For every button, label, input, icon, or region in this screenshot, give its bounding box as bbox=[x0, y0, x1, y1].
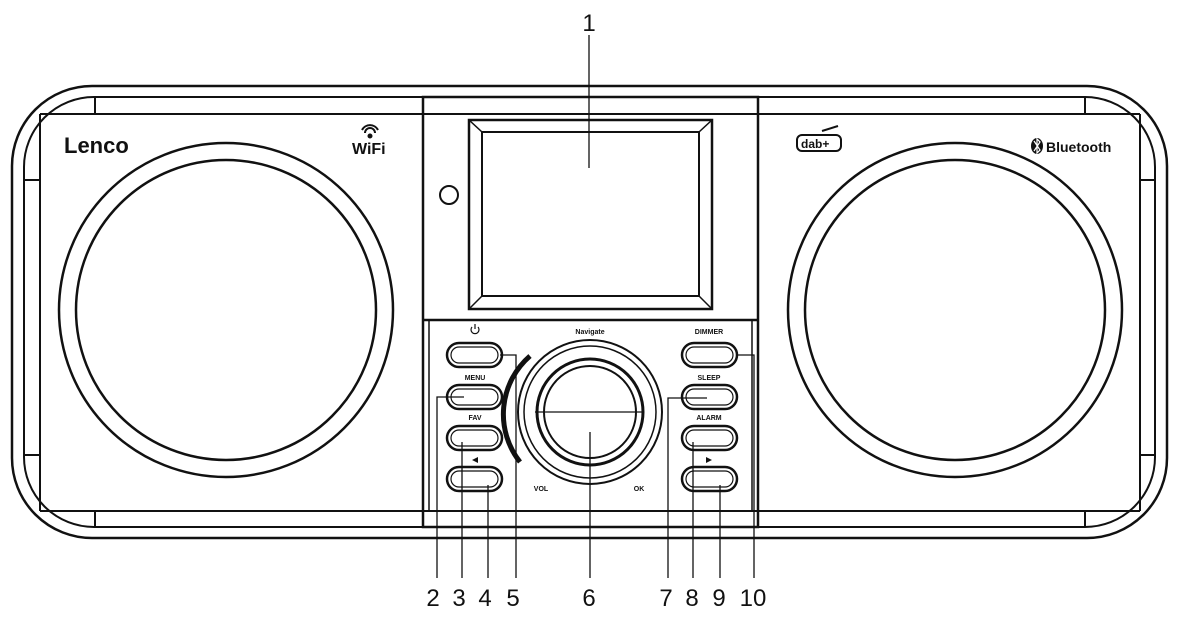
callout-leaders bbox=[436, 35, 755, 578]
callout-numbers: 1 2 3 4 5 6 7 8 9 10 bbox=[426, 10, 766, 612]
fav-button-label: FAV bbox=[468, 415, 481, 422]
menu-button[interactable]: MENU bbox=[445, 375, 504, 411]
right-button-column: DIMMER SLEEP ALARM bbox=[680, 329, 739, 493]
right-speaker bbox=[786, 141, 1124, 479]
left-button-column: MENU FAV bbox=[445, 324, 504, 493]
callout-4: 4 bbox=[478, 585, 491, 612]
callout-1: 1 bbox=[582, 10, 595, 37]
knob-vol-label: VOL bbox=[534, 486, 549, 493]
display-screen bbox=[467, 118, 714, 311]
power-button[interactable] bbox=[445, 324, 504, 369]
bluetooth-logo: Bluetooth bbox=[1031, 137, 1111, 155]
left-speaker bbox=[57, 141, 395, 479]
wifi-label: WiFi bbox=[352, 141, 386, 158]
ir-sensor bbox=[439, 185, 459, 205]
alarm-button[interactable]: ALARM bbox=[680, 415, 739, 452]
brand-logo: Lenco bbox=[64, 133, 129, 158]
callout-6: 6 bbox=[582, 585, 595, 612]
dimmer-button-label: DIMMER bbox=[695, 329, 723, 336]
fav-button[interactable]: FAV bbox=[445, 415, 504, 452]
sleep-button-label: SLEEP bbox=[698, 375, 721, 382]
callout-5: 5 bbox=[506, 585, 519, 612]
dab-label: dab+ bbox=[801, 137, 829, 151]
menu-button-label: MENU bbox=[465, 375, 486, 382]
dimmer-button[interactable]: DIMMER bbox=[680, 329, 739, 369]
next-button[interactable] bbox=[680, 457, 739, 493]
knob-ok-label: OK bbox=[634, 486, 645, 493]
volume-arc bbox=[500, 354, 532, 464]
callout-9: 9 bbox=[712, 585, 725, 612]
power-icon bbox=[470, 324, 480, 335]
next-icon bbox=[706, 457, 712, 463]
callout-8: 8 bbox=[685, 585, 698, 612]
previous-button[interactable] bbox=[445, 457, 504, 493]
alarm-button-label: ALARM bbox=[696, 415, 721, 422]
previous-icon bbox=[472, 457, 478, 463]
callout-10: 10 bbox=[740, 585, 767, 612]
callout-7: 7 bbox=[659, 585, 672, 612]
callout-3: 3 bbox=[452, 585, 465, 612]
navigate-knob[interactable]: Navigate VOL OK bbox=[500, 329, 663, 493]
wifi-logo: WiFi bbox=[352, 124, 386, 158]
sleep-button[interactable]: SLEEP bbox=[680, 375, 739, 411]
bluetooth-icon bbox=[1031, 137, 1043, 155]
knob-navigate-label: Navigate bbox=[575, 329, 604, 336]
callout-2: 2 bbox=[426, 585, 439, 612]
wifi-icon bbox=[361, 124, 379, 139]
bluetooth-label: Bluetooth bbox=[1046, 139, 1111, 155]
dab-logo: dab+ bbox=[796, 125, 842, 152]
